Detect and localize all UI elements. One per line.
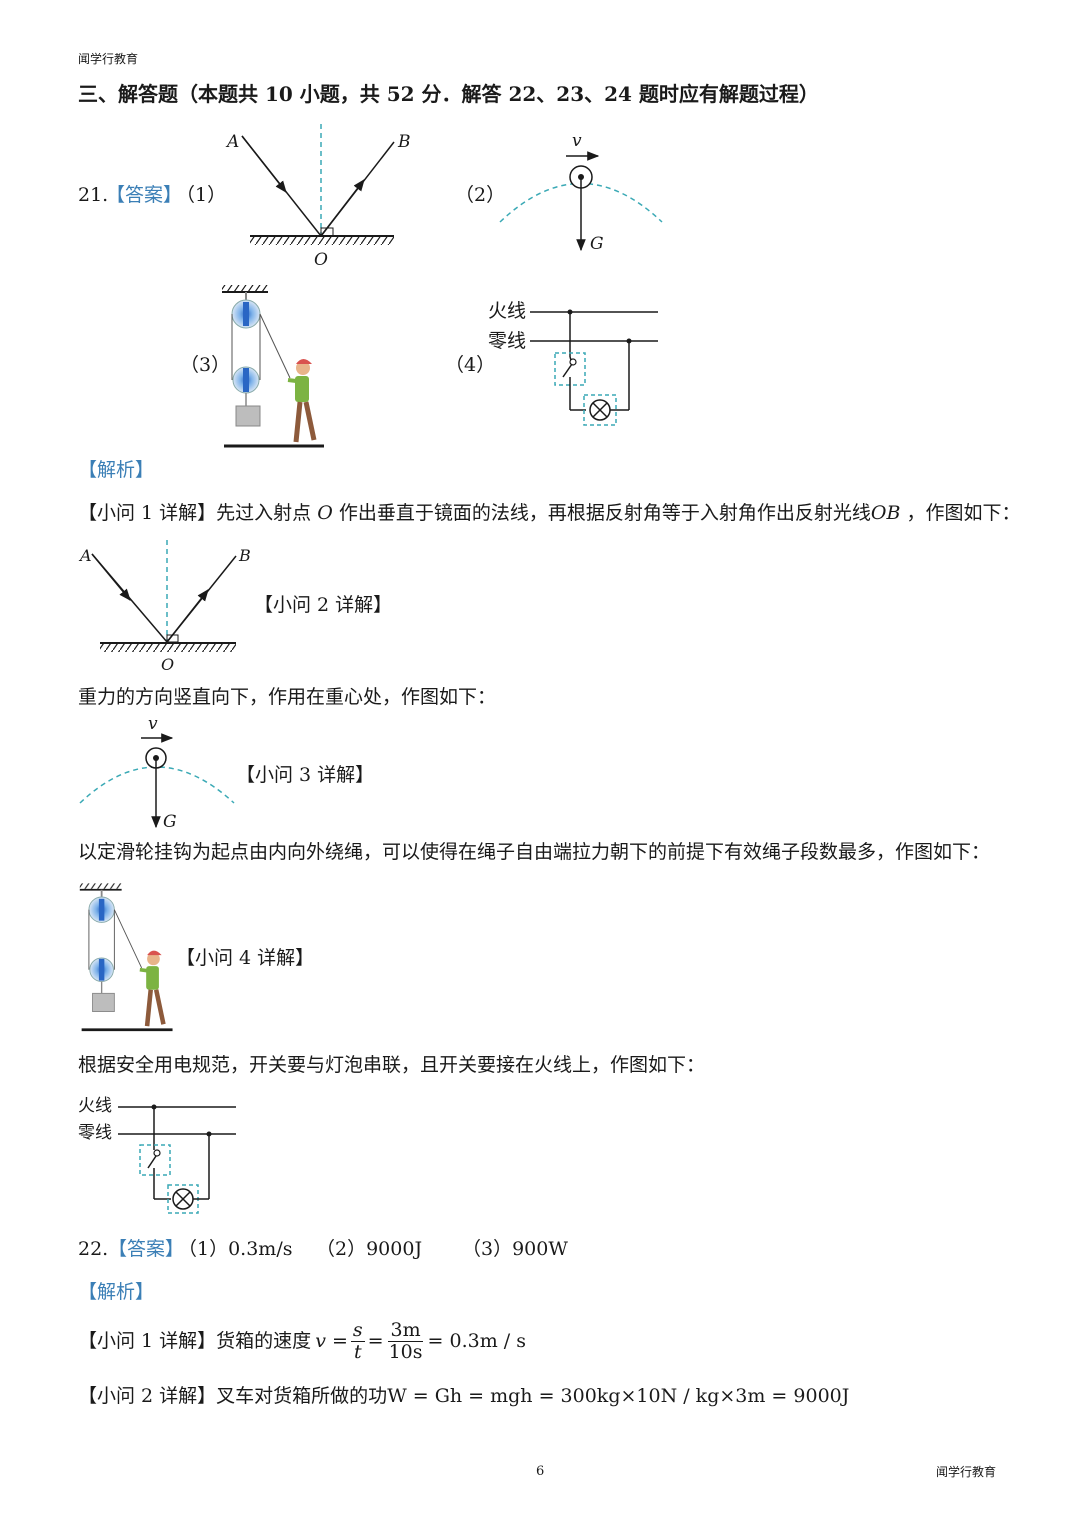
label-v: v [572,131,582,151]
q21-part3-label: （3） [180,354,231,376]
fraction-s-over-t: s t [350,1318,365,1363]
q21-sub2-tag: 【小问 2 详解】 [254,594,393,616]
label-neutral-wire: 零线 [488,330,527,352]
reflection-diagram-small [91,540,237,652]
q21-sub1-text-a: 先过入射点 [216,502,312,524]
q21-sub1-text-c: ，作图如下： [906,502,1021,524]
gravity-diagram [499,151,663,252]
q21-part2-label: （2） [455,184,506,206]
q22-sub1-lhs: v = [315,1329,348,1352]
label-neutral-wire-small: 零线 [78,1123,112,1143]
q22-sub2-line: 【小问 2 详解】叉车对货箱所做的功W = Gh = mgh = 300kg×1… [78,1387,849,1406]
reflection-diagram [241,124,395,245]
label-G: G [590,234,604,254]
q21-sub1-line: 【小问 1 详解】先过入射点 O 作出垂直于镜面的法线，再根据反射角等于入射角作… [78,504,1020,523]
q22-sub1-text: 货箱的速度 [216,1329,312,1352]
q22-sub1-eq: = [367,1329,384,1352]
circuit-diagram-small [118,1104,236,1214]
label-G-small: G [163,812,177,832]
q22-sub2-tag: 【小问 2 详解】 [78,1385,217,1407]
q21-sub2-text: 重力的方向竖直向下，作用在重心处，作图如下： [78,686,497,708]
pulley-diagram-small [79,883,173,1032]
q21-answer-tag: 【答案】 [106,184,183,206]
q21-sub1-text-b: 作出垂直于镜面的法线，再根据反射角等于入射角作出反射光线 [338,502,871,524]
q22-sub2-text: 叉车对货箱所做的功 [216,1385,388,1407]
label-A-small: A [80,546,92,565]
q21-sub1-tag: 【小问 1 详解】 [78,502,217,524]
label-v-small: v [148,714,158,734]
q21-sub1-ob: OB [870,502,901,524]
gravity-diagram-small [79,733,235,829]
q21-analysis-tag: 【解析】 [78,459,155,481]
q22-sub1-result: = 0.3m / s [427,1329,526,1352]
q22-answer-3: （3）900W [462,1238,568,1260]
q21-number: 21. [78,184,109,206]
q22-answer-2: （2）9000J [316,1238,423,1260]
q21-part4-label: （4） [445,354,496,376]
pulley-diagram [222,285,324,448]
q22-answer-1: （1）0.3m/s [178,1238,293,1260]
page-number: 6 [536,1464,545,1479]
circuit-diagram [530,309,658,426]
q22-answer-tag: 【答案】 [108,1238,185,1260]
q21-sub3-tag: 【小问 3 详解】 [236,764,375,786]
section-title: 三、解答题（本题共 10 小题，共 52 分．解答 22、23、24 题时应有解… [78,82,819,106]
label-B: B [398,132,411,152]
q22-analysis-tag: 【解析】 [78,1281,155,1303]
q22-sub1-tag: 【小问 1 详解】 [78,1329,217,1352]
q22-sub2-formula: W = Gh = mgh = 300kg×10N / kg×3m = 9000J [387,1385,850,1407]
q21-sub3-text: 以定滑轮挂钩为起点由内向外绕绳，可以使得在绳子自由端拉力朝下的前提下有效绳子段数… [78,841,991,863]
q21-part1-label: （1） [176,184,227,206]
label-live-wire: 火线 [488,300,527,322]
q22-number: 22. [78,1238,109,1260]
footer-brand: 闻学行教育 [936,1465,997,1479]
label-A: A [227,132,240,152]
label-O-small: O [161,655,175,674]
label-O: O [314,250,328,270]
q21-sub4-text: 根据安全用电规范，开关要与灯泡串联，且开关要接在火线上，作图如下： [78,1054,706,1076]
label-B-small: B [239,546,251,565]
q22-sub1-line: 【小问 1 详解】 货箱的速度 v = s t = 3m 10s = 0.3m … [78,1316,526,1366]
q21-sub1-o: O [317,502,333,524]
q21-sub4-tag: 【小问 4 详解】 [176,947,315,969]
header-brand: 闻学行教育 [78,52,139,66]
label-live-wire-small: 火线 [78,1096,112,1116]
fraction-3m-over-10s: 3m 10s [388,1318,423,1363]
